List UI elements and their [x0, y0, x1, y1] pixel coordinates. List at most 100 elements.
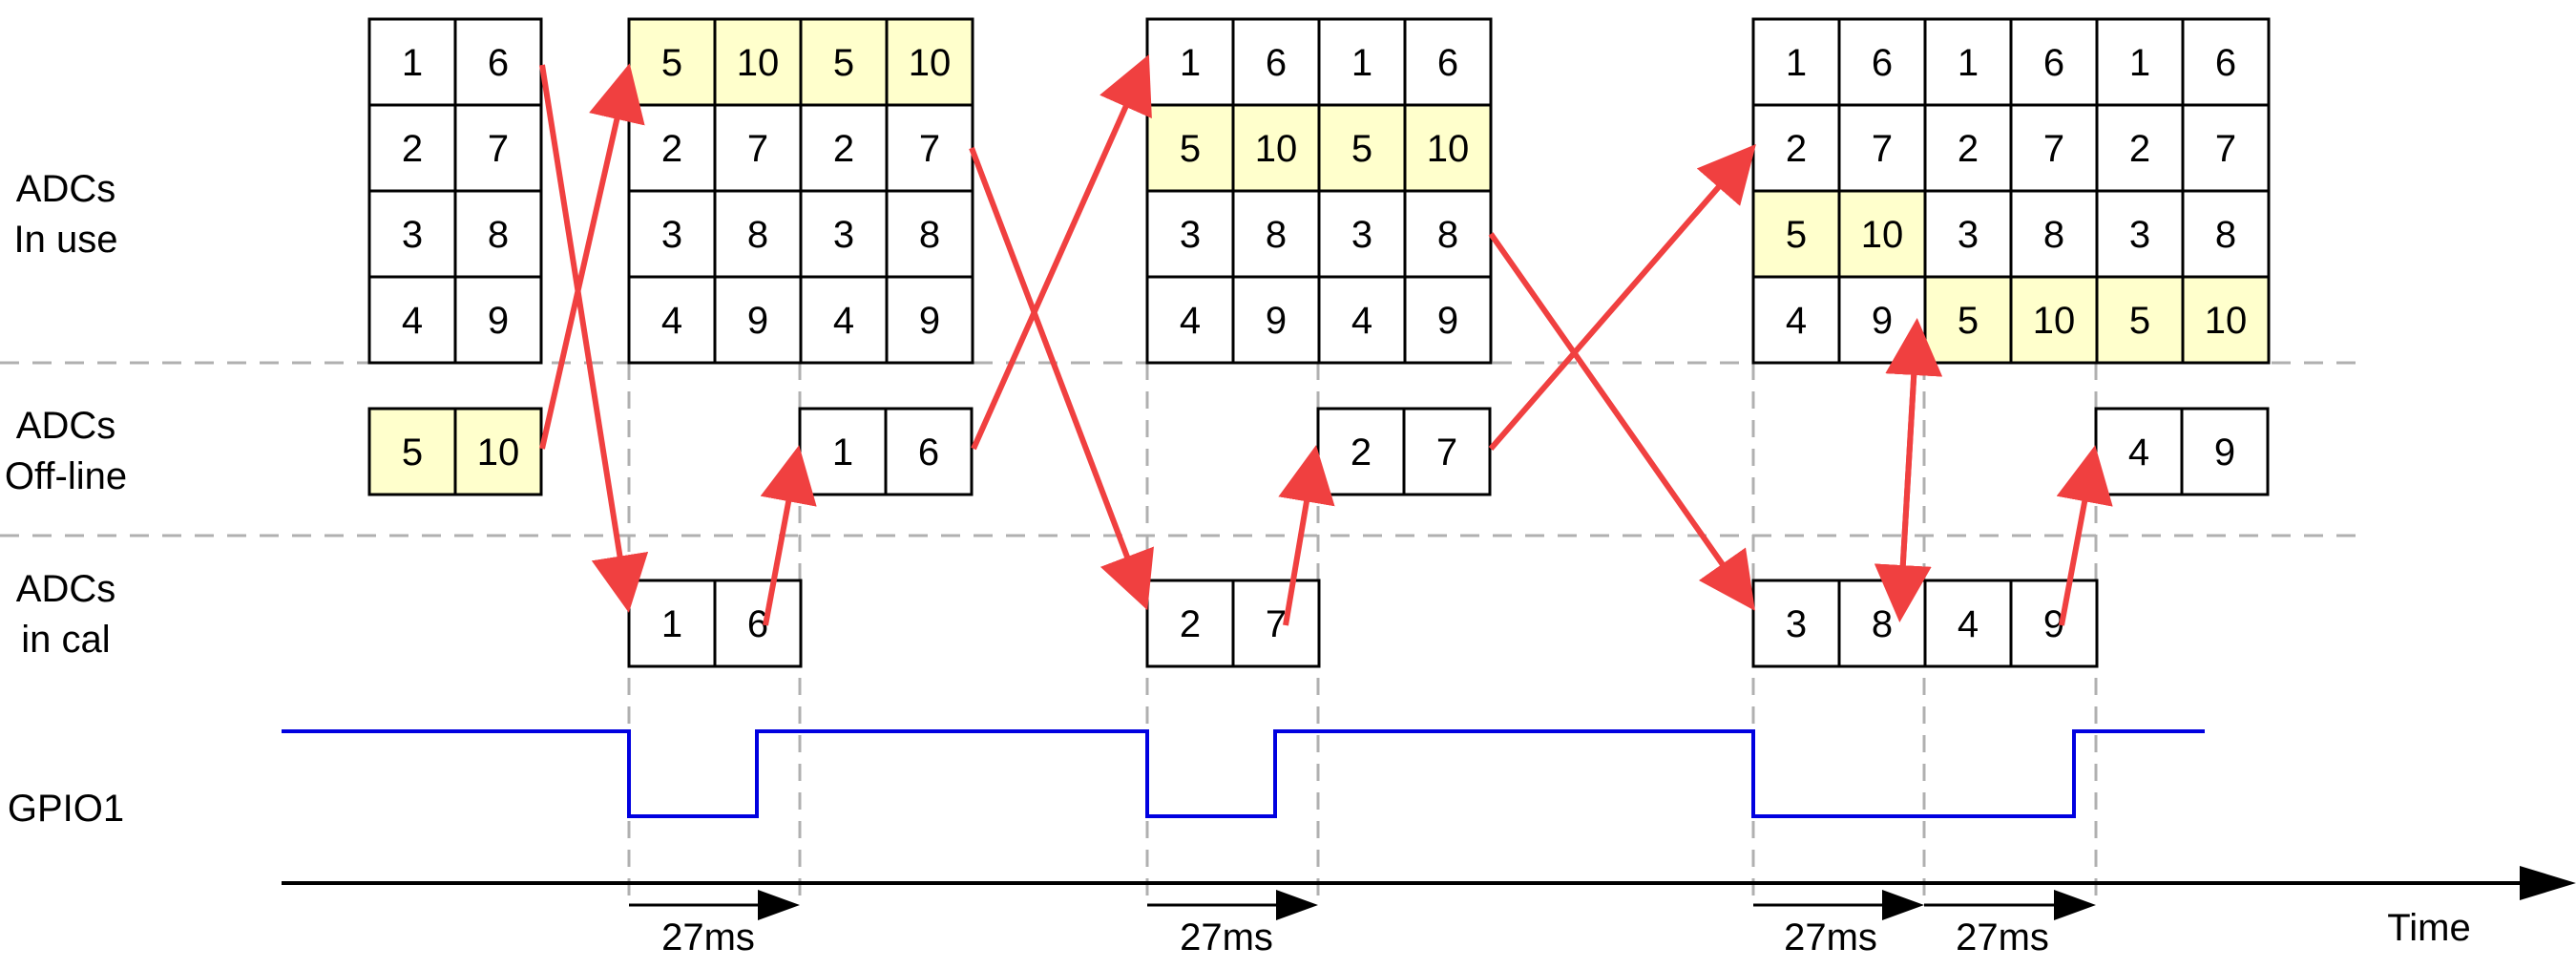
adc-cell-label: 5 [661, 42, 682, 84]
arrow-1-6-cal-to-offline [760, 445, 817, 626]
adc-cell [2095, 103, 2185, 193]
time-axis-arrowhead [2520, 866, 2576, 900]
adc-cell-label: 9 [1437, 300, 1458, 342]
adc-cell-label: 6 [488, 42, 509, 84]
adc-cell [1403, 189, 1493, 279]
adc-cell-label: 6 [747, 603, 768, 645]
duration-brackets: 27ms 27ms 27ms 27ms [629, 890, 2096, 958]
adc-cell [2181, 189, 2271, 279]
adc-cell [2095, 275, 2185, 365]
row-label-off-line-line2: Off-line [5, 455, 127, 497]
adc-cell [1923, 17, 2013, 107]
adc-cell-label: 1 [1180, 42, 1201, 84]
adc-cell [453, 275, 543, 365]
adc-cell [1231, 579, 1321, 668]
adc-cell [453, 407, 543, 496]
adc-cell-label: 5 [1180, 128, 1201, 170]
adc-cell-label: 10 [477, 432, 520, 474]
adc-cell-label: 2 [2129, 128, 2150, 170]
adc-cell-label: 2 [1958, 128, 1979, 170]
row-label-in-cal: ADCs in cal [16, 568, 115, 661]
adc-cell-label: 10 [737, 42, 780, 84]
adc-cell-label: 6 [918, 432, 939, 474]
adc-cell [799, 275, 889, 365]
adc-cell-label: 8 [1872, 603, 1893, 645]
adc-cell-label: 8 [747, 214, 768, 256]
adc-cell-label: 6 [2043, 42, 2064, 84]
duration-label-2: 27ms [1180, 916, 1273, 958]
adc-cell-label: 9 [747, 300, 768, 342]
adc-cell [799, 17, 889, 107]
adc-cell [713, 103, 803, 193]
adc-cell-label: 3 [1958, 214, 1979, 256]
adc-cell [1145, 579, 1235, 668]
arrow-1-6-offline-to-use [971, 54, 1152, 451]
adc-cell-label: 4 [1958, 603, 1979, 645]
adc-cell-label: 2 [1180, 603, 1201, 645]
adc-cell-label: 10 [1427, 128, 1470, 170]
adc-cell-label: 6 [1266, 42, 1287, 84]
adc-cell-label: 9 [1266, 300, 1287, 342]
adc-cell [367, 407, 457, 496]
adc-cell-label: 10 [2205, 300, 2248, 342]
adc-cell-label: 3 [402, 214, 423, 256]
duration-label-1: 27ms [661, 916, 755, 958]
adc-cell [1317, 17, 1407, 107]
adc-cell-label: 3 [1786, 603, 1807, 645]
adc-cell [885, 275, 974, 365]
adc-cell-label: 2 [402, 128, 423, 170]
adc-cell-label: 4 [661, 300, 682, 342]
adc-cell-label: 1 [1786, 42, 1807, 84]
adc-cell [799, 189, 889, 279]
arrow-5-10-to-use [539, 63, 645, 450]
row-label-in-use-line1: ADCs [16, 168, 115, 210]
adc-cell-label: 7 [1266, 603, 1287, 645]
adc-cell [1402, 407, 1492, 496]
adc-cell [1751, 579, 1841, 668]
arrow-3-8-cal-to-use [1885, 318, 1943, 612]
adc-cell-label: 7 [2043, 128, 2064, 170]
row-label-in-use: ADCs In use [14, 168, 118, 261]
row-label-off-line: ADCs Off-line [5, 405, 127, 497]
adc-cell-label: 7 [2215, 128, 2236, 170]
adc-cell-label: 4 [2128, 432, 2149, 474]
adc-cell-label: 9 [2043, 603, 2064, 645]
adc-cell [2009, 189, 2099, 279]
adc-cell [627, 275, 717, 365]
in-cal-grid-3: 3 8 4 9 [1751, 579, 2099, 668]
arrow-4-9-cal-to-offline [2056, 445, 2113, 626]
adc-cell-label: 6 [1437, 42, 1458, 84]
row-label-in-cal-line2: in cal [21, 619, 110, 661]
arrow-2-7-cal-to-offline [1278, 445, 1335, 626]
gpio1-signal-trace [282, 729, 2205, 818]
adc-cell [885, 17, 974, 107]
adc-cell [2095, 17, 2185, 107]
adc-cell-label: 9 [1872, 300, 1893, 342]
adc-cell [1923, 189, 2013, 279]
adc-cell-label: 7 [919, 128, 940, 170]
adc-cell-label: 4 [402, 300, 423, 342]
adc-cell-label: 8 [1266, 214, 1287, 256]
adc-cell-label: 1 [2129, 42, 2150, 84]
adc-cell-label: 1 [832, 432, 853, 474]
adc-cell-label: 2 [833, 128, 854, 170]
adc-cell [1403, 275, 1493, 365]
adc-cell-label: 4 [833, 300, 854, 342]
adc-cell-label: 5 [2129, 300, 2150, 342]
adc-cell-label: 7 [747, 128, 768, 170]
adc-cell [885, 189, 974, 279]
adc-cell-label: 5 [1958, 300, 1979, 342]
adc-cell-label: 3 [661, 214, 682, 256]
adc-cell [1837, 189, 1927, 279]
adc-cell-label: 8 [1437, 214, 1458, 256]
adc-cell-label: 2 [661, 128, 682, 170]
row-label-in-use-line2: In use [14, 219, 118, 261]
adc-cell [884, 407, 974, 496]
adc-cell-label: 1 [402, 42, 423, 84]
